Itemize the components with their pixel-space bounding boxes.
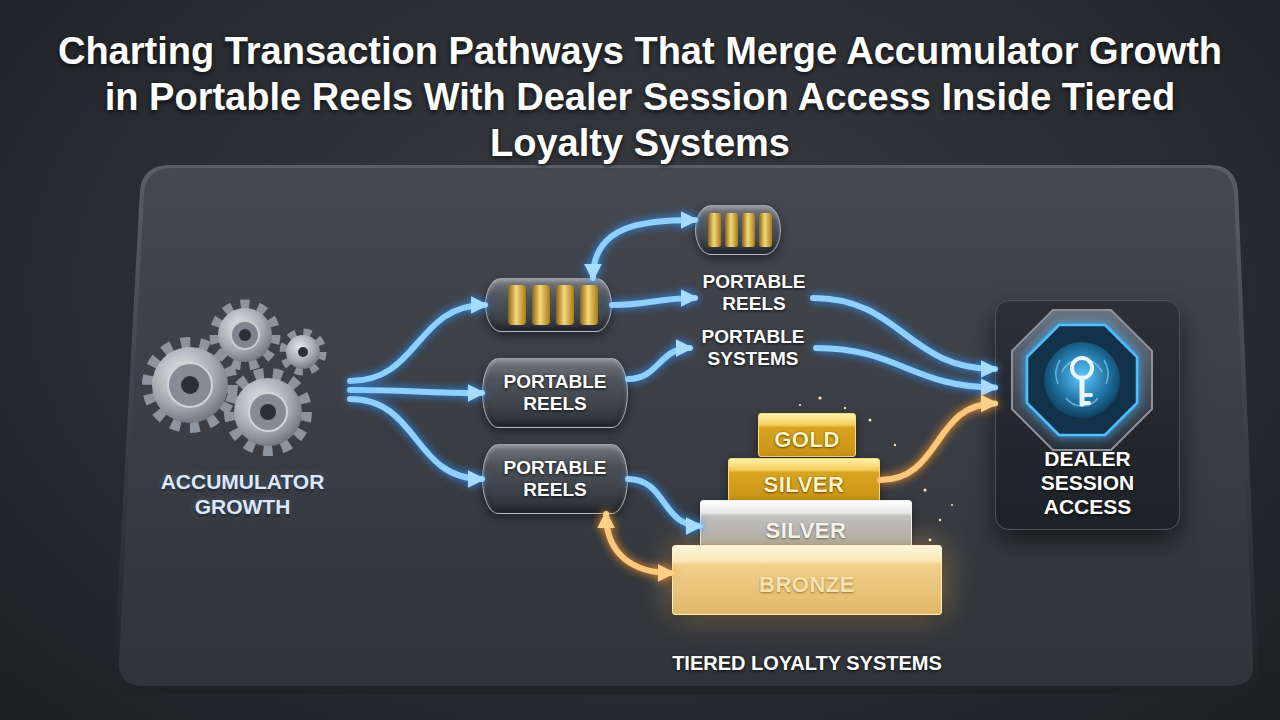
coin: [742, 213, 755, 247]
tier-block: BRONZE: [672, 545, 942, 615]
gear-illustration: [148, 305, 322, 450]
sparkle: [929, 539, 932, 542]
gear-hole: [260, 404, 276, 420]
node-text: PORTABLE REELS: [483, 371, 627, 415]
glass-cylinder: [485, 278, 612, 332]
flow-arrow: [628, 348, 690, 379]
flow-label: PORTABLE REELS: [695, 268, 813, 318]
diagram-title: Charting Transaction Pathways That Merge…: [50, 28, 1230, 166]
flow-arrow: [593, 220, 695, 278]
node-text: GOLD: [774, 428, 840, 452]
node-text: PORTABLE REELS: [695, 271, 813, 315]
flow-arrow: [350, 399, 482, 479]
node-text: PORTABLE REELS: [483, 457, 627, 501]
access-panel: DEALER SESSION ACCESS: [995, 300, 1180, 530]
gear-cluster: ACCUMULATOR GROWTH: [135, 300, 350, 525]
gear-teeth: [284, 333, 322, 371]
gear-hole: [239, 329, 251, 341]
flow-arrow: [612, 298, 695, 305]
flow-arrow: [813, 298, 995, 369]
key-bow: [1072, 358, 1092, 378]
node-text: TIERED LOYALTY SYSTEMS: [672, 652, 942, 675]
gear-hub: [168, 363, 212, 407]
key-shaft: [1080, 378, 1085, 404]
key-tooth: [1082, 401, 1089, 405]
key-tooth: [1082, 393, 1091, 397]
octagon-frame: [1012, 310, 1152, 450]
flow-arrow: [606, 514, 672, 573]
tier-block: SILVER: [728, 458, 880, 502]
octagon-screen: [1027, 325, 1137, 435]
gear-hole: [298, 347, 308, 357]
node-text: DEALER SESSION ACCESS: [1002, 447, 1173, 519]
gear-body: [152, 347, 228, 423]
gear-body: [218, 308, 272, 362]
platform-surface: [119, 168, 1253, 686]
node-text: SILVER: [766, 519, 847, 543]
flow-arrow: [350, 305, 485, 381]
gear-teeth: [148, 343, 232, 427]
node-text: SILVER: [764, 473, 845, 497]
coin-stack: [508, 213, 772, 325]
flow-arrow: [880, 404, 995, 481]
sparkle: [869, 419, 872, 422]
flow-arrow: [816, 348, 995, 387]
sparkle: [818, 396, 821, 399]
coin: [708, 213, 721, 247]
sparkle: [939, 519, 941, 521]
fingerprint-arc: [1104, 360, 1108, 384]
fingerprint-arc: [1062, 359, 1102, 372]
gear-teeth: [215, 305, 275, 365]
gear-teeth: [230, 374, 306, 450]
platform-edge: [114, 165, 1258, 694]
glass-cylinder: PORTABLE REELS: [482, 358, 628, 428]
glass-cylinder: PORTABLE REELS: [482, 444, 628, 514]
flow-label: PORTABLE SYSTEMS: [690, 323, 816, 373]
gear-hub: [231, 321, 259, 349]
gear-hole: [181, 376, 199, 394]
coin: [532, 285, 550, 325]
loyalty-pyramid: TIERED LOYALTY SYSTEMS GOLD SILVER SILVER BR…: [662, 405, 952, 677]
octagon-badge: [1012, 310, 1152, 450]
node-text: ACCUMULATOR GROWTH: [135, 469, 350, 519]
fingerprint-arc: [1056, 360, 1060, 384]
coin: [556, 285, 574, 325]
coin: [725, 213, 738, 247]
flow-arrow: [350, 390, 482, 393]
gear-hub: [249, 393, 287, 431]
gear-body: [286, 335, 320, 369]
sparkle: [844, 407, 846, 409]
badge-core: [1044, 342, 1120, 418]
fingerprint-arc: [1066, 398, 1098, 406]
coin: [508, 285, 526, 325]
sparkle: [951, 504, 953, 506]
node-text: BRONZE: [759, 573, 855, 597]
sparkle: [923, 488, 926, 491]
coin: [580, 285, 598, 325]
glass-cylinder: [695, 205, 781, 255]
tier-block: GOLD: [758, 413, 856, 457]
coin: [759, 213, 772, 247]
sparkle: [894, 444, 896, 446]
sparkles: [799, 396, 953, 541]
gear-body: [234, 378, 302, 446]
flow-arrow: [628, 479, 700, 526]
node-text: PORTABLE SYSTEMS: [690, 326, 816, 370]
sparkle: [799, 404, 801, 406]
